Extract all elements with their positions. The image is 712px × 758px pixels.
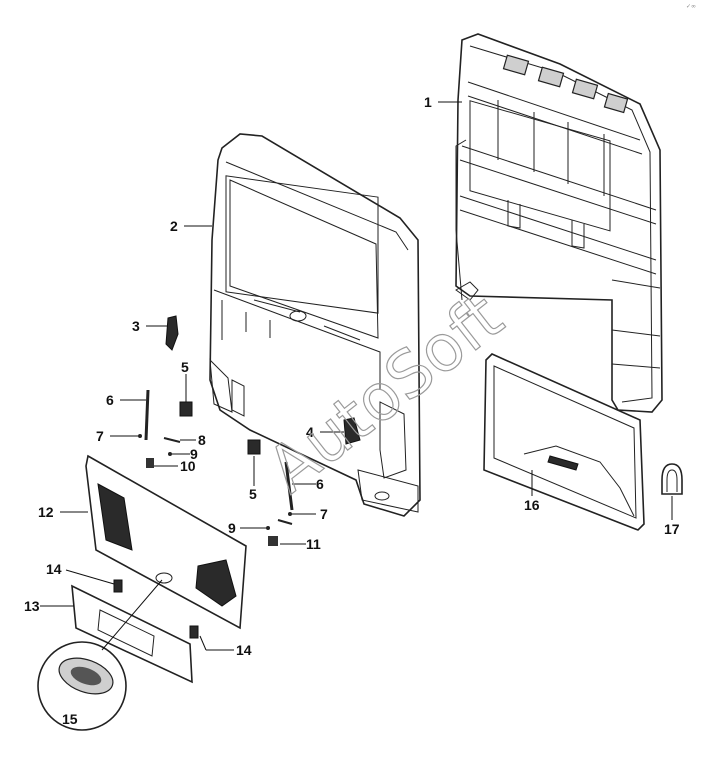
small-hardware — [138, 434, 293, 546]
part-5-bracket-upper — [179, 401, 193, 417]
part-14-latch-upper — [113, 579, 123, 593]
callout-5-upper: 5 — [181, 359, 189, 375]
callout-10: 10 — [180, 458, 196, 474]
leader-lines — [40, 101, 673, 651]
part-16-rear-glass — [483, 353, 645, 531]
part-15-handle-detail — [37, 579, 163, 731]
callout-6-right: 6 — [316, 476, 324, 492]
callout-11: 11 — [306, 536, 321, 552]
callout-17: 17 — [664, 521, 680, 537]
callout-7-right: 7 — [320, 506, 328, 522]
callout-3: 3 — [132, 318, 140, 334]
callout-9-upper: 9 — [190, 446, 198, 462]
part-6-gas-strut-left — [144, 389, 150, 441]
part-6-gas-strut-right — [284, 461, 294, 511]
part-17-seal-profile — [661, 463, 683, 495]
callout-15: 15 — [62, 711, 78, 727]
part-13-plate-holder — [71, 584, 193, 684]
part-1-rear-frame — [455, 33, 663, 413]
callout-5-lower: 5 — [249, 486, 257, 502]
callout-6-left: 6 — [106, 392, 114, 408]
part-2-rear-body-panel — [209, 133, 421, 517]
part-12-engine-hatch — [85, 454, 247, 630]
callout-16: 16 — [524, 497, 540, 513]
part-3-marker-light — [165, 315, 179, 351]
part-4-marker-light — [343, 417, 361, 445]
callout-7-left: 7 — [96, 428, 104, 444]
callout-14-upper: 14 — [46, 561, 62, 577]
callout-9-lower: 9 — [228, 520, 236, 536]
callout-2: 2 — [170, 218, 178, 234]
callout-1: 1 — [424, 94, 432, 110]
callout-8: 8 — [198, 432, 206, 448]
callout-14-lower: 14 — [236, 642, 252, 658]
part-14-latch-lower — [189, 625, 199, 639]
part-5-bracket-lower — [247, 439, 261, 455]
corner-mark: ✓∞ — [686, 3, 696, 10]
callout-4: 4 — [306, 424, 314, 440]
callout-12: 12 — [38, 504, 54, 520]
callout-13: 13 — [24, 598, 40, 614]
